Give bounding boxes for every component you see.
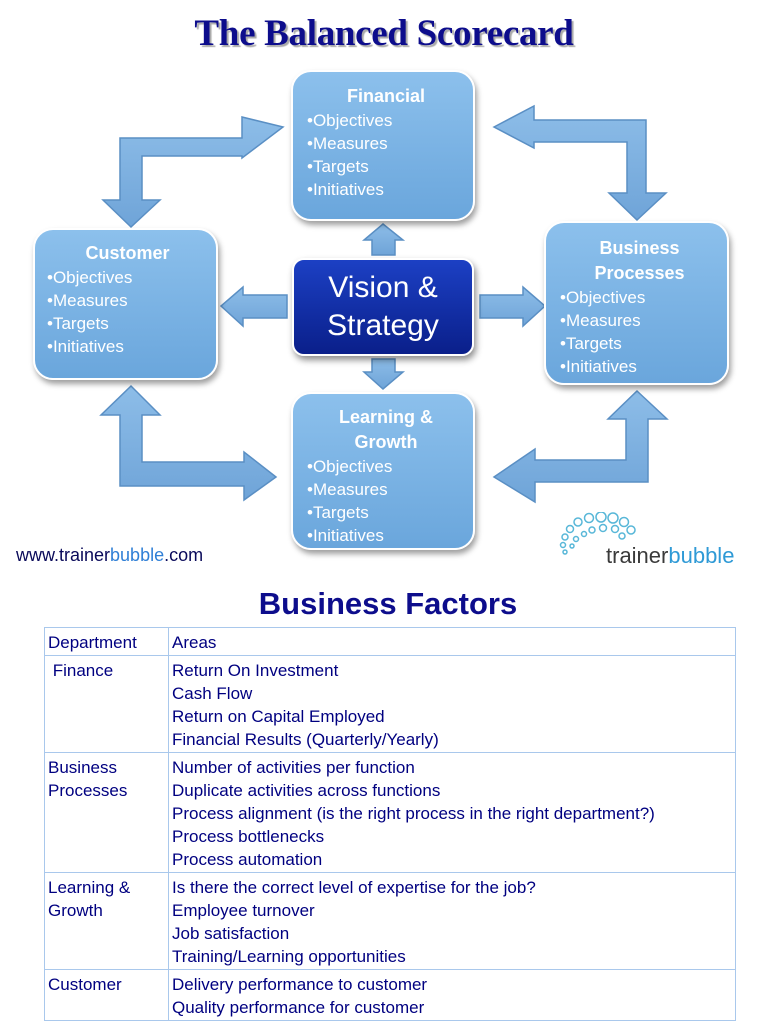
list-item: Measures: [560, 309, 719, 332]
learning-title-line1: Learning &: [338, 407, 433, 427]
area-item: Financial Results (Quarterly/Yearly): [172, 730, 439, 749]
area-item: Is there the correct level of expertise …: [172, 878, 536, 897]
url-prefix: www.trainer: [16, 545, 111, 565]
business-factors-title: Business Factors: [258, 586, 518, 621]
area-item: Cash Flow: [172, 684, 253, 703]
strategy-line: Strategy: [327, 309, 439, 342]
department-cell: Learning & Growth: [44, 872, 169, 970]
department-cell: Finance: [44, 655, 169, 753]
business-processes-box: Business Processes Objectives Measures T…: [544, 221, 729, 385]
learning-list: Objectives Measures Targets Initiatives: [307, 455, 465, 547]
business-title-line1: Business: [599, 238, 680, 258]
area-item: Process bottlenecks: [172, 827, 325, 846]
financial-title: Financial: [346, 86, 426, 106]
learning-growth-box: Learning & Growth Objectives Measures Ta…: [291, 392, 475, 550]
department-cell: Business Processes: [44, 752, 169, 873]
area-item: Job satisfaction: [172, 924, 290, 943]
list-item: Objectives: [560, 286, 719, 309]
list-item: Objectives: [307, 455, 465, 478]
list-item: Targets: [307, 501, 465, 524]
list-item: Objectives: [307, 109, 465, 132]
header-department: Department: [44, 627, 169, 656]
page-title: The Balanced Scorecard: [194, 13, 574, 54]
list-item: Targets: [307, 155, 465, 178]
scorecard-arrows: [99, 104, 669, 504]
arrow-customer-to-financial: [101, 116, 285, 229]
area-item: Process alignment (is the right process …: [172, 804, 655, 823]
arrow-vision-down: [362, 358, 406, 390]
arrow-vision-left: [219, 285, 288, 328]
areas-cell: Is there the correct level of expertise …: [168, 872, 736, 970]
arrow-learning-to-customer: [99, 384, 278, 502]
url-highlight: bubble: [110, 545, 165, 565]
list-item: Measures: [307, 132, 465, 155]
header-areas: Areas: [168, 627, 736, 656]
arrow-business-to-learning: [492, 389, 669, 504]
trainerbubble-logo: trainerbubble: [606, 543, 734, 569]
area-item: Delivery performance to customer: [172, 975, 428, 994]
customer-box: Customer Objectives Measures Targets Ini…: [33, 228, 218, 380]
financial-box: Financial Objectives Measures Targets In…: [291, 70, 475, 221]
list-item: Initiatives: [560, 355, 719, 378]
business-list: Objectives Measures Targets Initiatives: [560, 286, 719, 378]
arrow-financial-to-business: [492, 104, 668, 222]
list-item: Initiatives: [307, 524, 465, 547]
customer-title: Customer: [85, 243, 170, 263]
arrow-vision-right: [479, 285, 547, 328]
vision-line: Vision &: [328, 271, 438, 304]
business-title-line2: Processes: [594, 263, 685, 283]
list-item: Targets: [47, 312, 208, 335]
vision-strategy-box: Vision & Strategy: [292, 258, 474, 356]
list-item: Initiatives: [47, 335, 208, 358]
learning-title-line2: Growth: [354, 432, 418, 452]
customer-list: Objectives Measures Targets Initiatives: [47, 266, 208, 358]
department-cell: Customer: [44, 969, 169, 1021]
trainerbubble-logo-icon: [559, 512, 636, 555]
area-item: Number of activities per function: [172, 758, 415, 777]
list-item: Targets: [560, 332, 719, 355]
area-item: Employee turnover: [172, 901, 315, 920]
area-item: Return on Capital Employed: [172, 707, 385, 726]
area-item: Quality performance for customer: [172, 998, 425, 1017]
area-item: Training/Learning opportunities: [172, 947, 406, 966]
financial-list: Objectives Measures Targets Initiatives: [307, 109, 465, 201]
list-item: Measures: [47, 289, 208, 312]
table-header-row: Department Areas: [44, 627, 736, 656]
arrow-vision-up: [361, 223, 406, 256]
area-item: Process automation: [172, 850, 323, 869]
website-url[interactable]: www.trainerbubble.com: [16, 545, 203, 566]
logo-highlight: bubble: [668, 543, 735, 568]
list-item: Initiatives: [307, 178, 465, 201]
list-item: Measures: [307, 478, 465, 501]
list-item: Objectives: [47, 266, 208, 289]
area-item: Duplicate activities across functions: [172, 781, 441, 800]
url-suffix: .com: [164, 545, 204, 565]
area-item: Return On Investment: [172, 661, 339, 680]
logo-prefix: trainer: [606, 543, 669, 568]
